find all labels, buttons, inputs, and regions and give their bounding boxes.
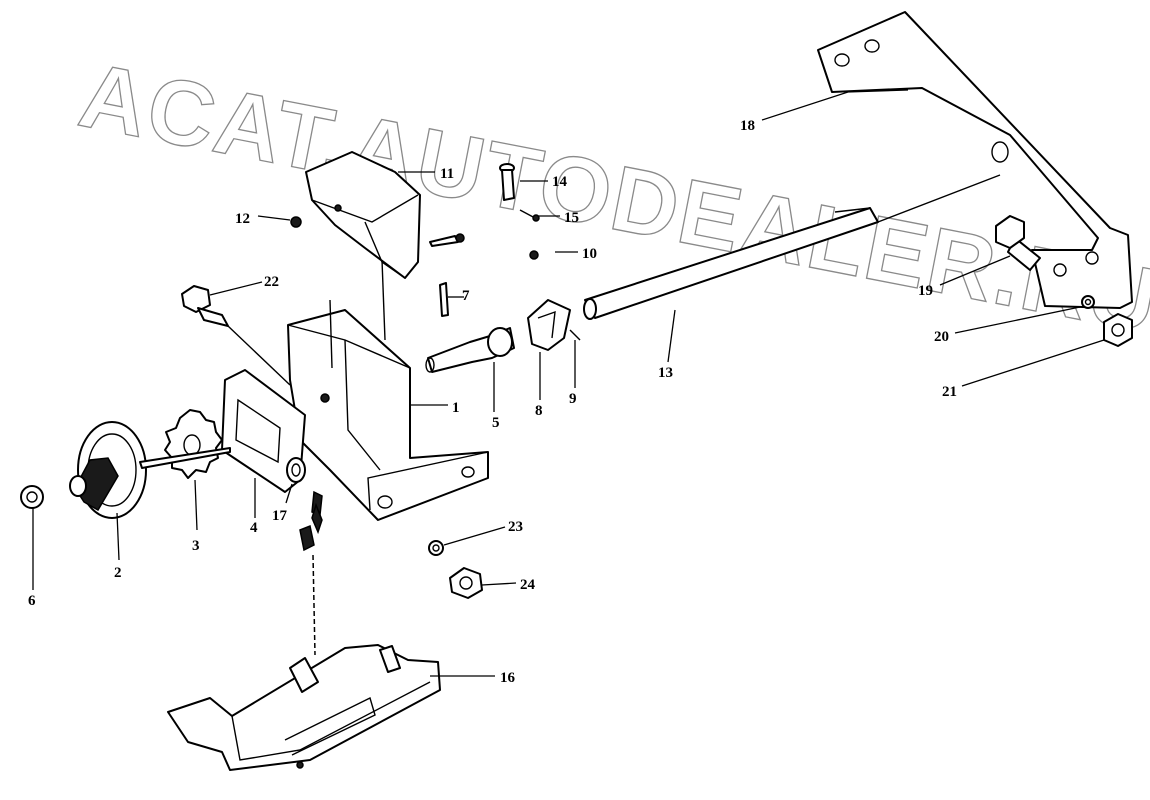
callout-10: 10 (582, 246, 597, 262)
callout-2: 2 (114, 565, 122, 581)
bolt-22 (181, 285, 291, 386)
callout-20: 20 (934, 329, 949, 345)
callout-14: 14 (552, 174, 568, 190)
mounting-bracket (817, 11, 1133, 309)
callout-22: 22 (264, 274, 279, 290)
leader-lines (32, 89, 1105, 677)
yoke-8 (527, 299, 571, 351)
cotter-15 (519, 209, 540, 222)
callout-1: 1 (452, 400, 460, 416)
callout-18: 18 (740, 118, 755, 134)
callout-12: 12 (235, 211, 250, 227)
nut-24 (449, 567, 483, 599)
ring-17 (286, 457, 306, 483)
callout-11: 11 (440, 166, 454, 182)
coupling-5 (425, 327, 515, 373)
washer-20 (1081, 295, 1095, 309)
screw-12 (290, 216, 302, 228)
callout-24: 24 (520, 577, 536, 593)
screw-10 (529, 250, 539, 260)
callout-16: 16 (500, 670, 516, 686)
callout-15: 15 (564, 210, 579, 226)
long-shaft (583, 174, 1001, 320)
callout-23: 23 (508, 519, 523, 535)
sprocket-3 (164, 409, 223, 479)
wheel-2 (69, 421, 231, 519)
callout-8: 8 (535, 403, 543, 419)
callout-13: 13 (658, 365, 673, 381)
callout-21: 21 (942, 384, 957, 400)
nut-21 (1103, 313, 1133, 347)
washer-6 (20, 485, 44, 509)
cover-11 (305, 151, 465, 279)
callout-9: 9 (569, 391, 577, 407)
callout-5: 5 (492, 415, 500, 431)
callout-17: 17 (272, 508, 288, 524)
callout-4: 4 (250, 520, 258, 536)
callout-19: 19 (918, 283, 933, 299)
bolt-19 (995, 215, 1041, 271)
washer-23 (428, 540, 444, 556)
bottom-bracket (167, 644, 441, 771)
callout-3: 3 (192, 538, 200, 554)
callout-6: 6 (28, 593, 36, 609)
pin-9 (569, 329, 581, 341)
pin-14 (499, 163, 515, 201)
chain (299, 490, 323, 656)
main-bracket (287, 259, 489, 521)
pin-7 (439, 282, 449, 317)
callout-labels: 1 2 3 4 5 6 7 8 9 10 11 12 13 14 15 16 1… (28, 118, 957, 686)
callout-7: 7 (462, 288, 470, 304)
